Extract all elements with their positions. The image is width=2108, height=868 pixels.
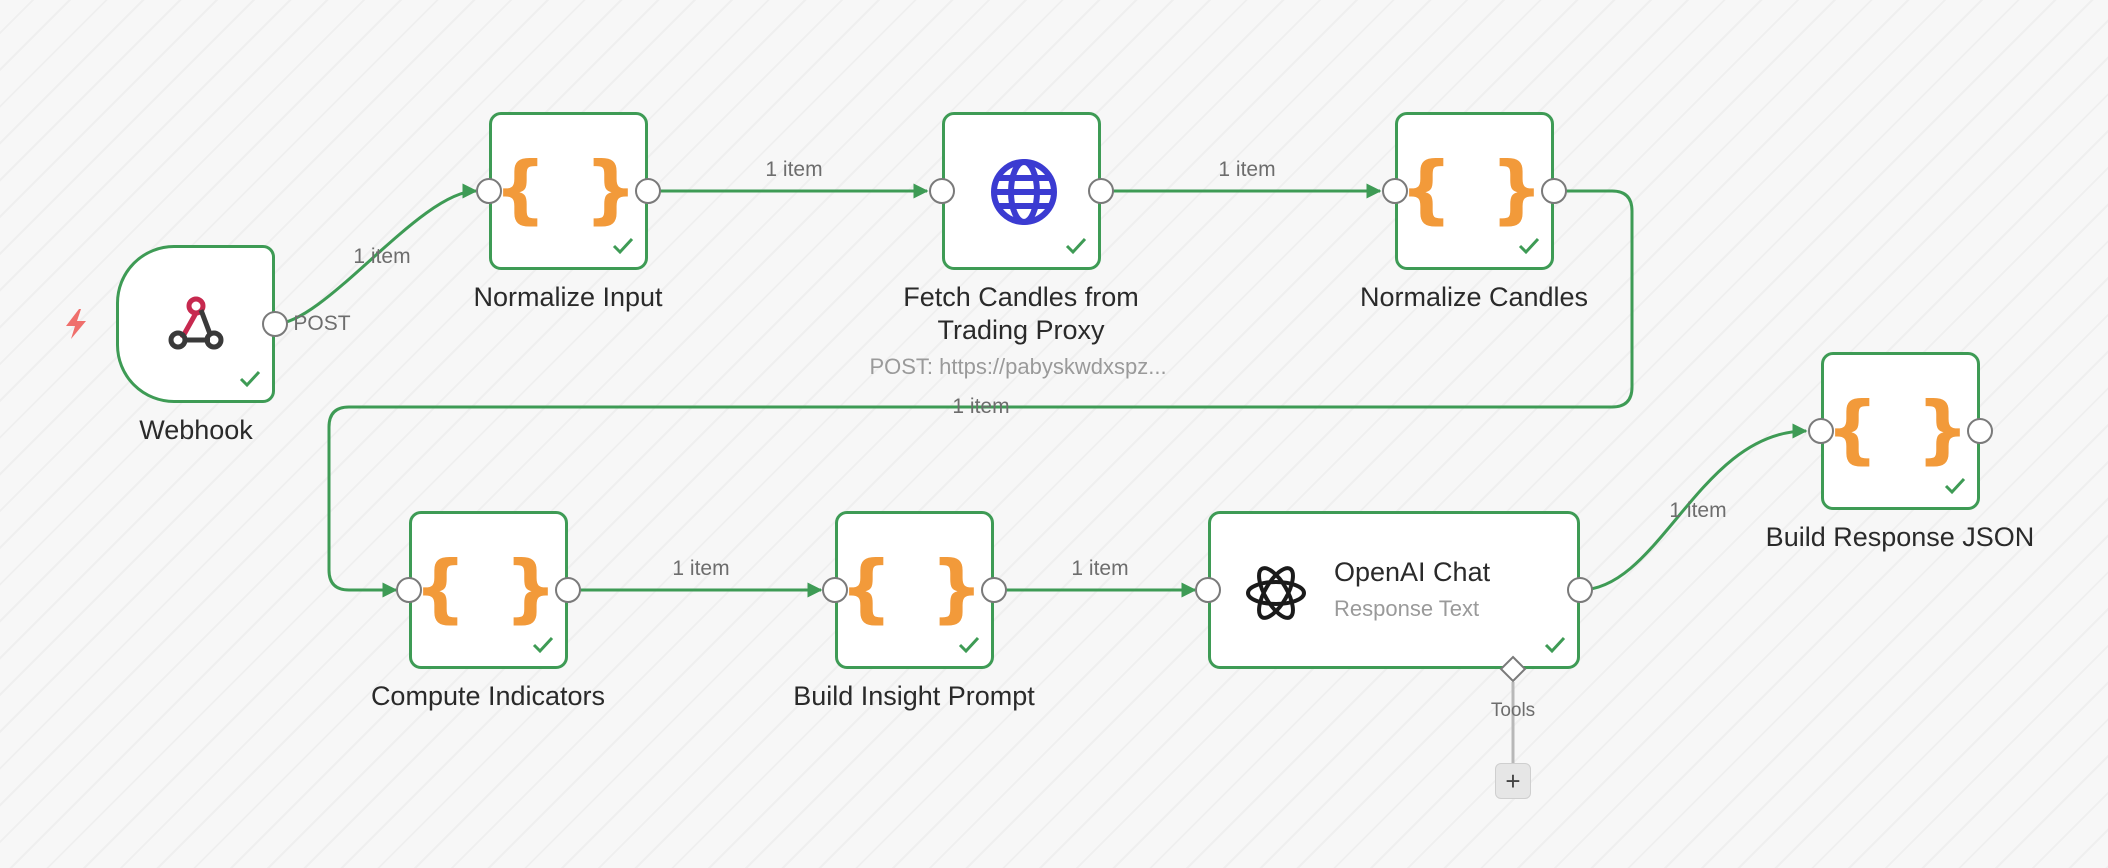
edge-label-webhook-to-normalize-input: 1 item (353, 245, 411, 268)
success-check-icon (532, 636, 554, 654)
webhook-output-label: POST (293, 312, 351, 335)
node-build-insight-prompt[interactable]: { } (835, 511, 994, 669)
code-braces-icon: { } (1825, 386, 1976, 473)
build-insight-prompt-input-port[interactable] (822, 577, 848, 603)
compute-indicators-output-port[interactable] (555, 577, 581, 603)
success-check-icon (1065, 237, 1087, 255)
node-label-fetch-candles: Fetch Candles from Trading Proxy (903, 281, 1139, 347)
code-braces-icon: { } (1399, 146, 1550, 233)
normalize-input-output-port[interactable] (635, 178, 661, 204)
compute-indicators-input-port[interactable] (396, 577, 422, 603)
node-subtitle-fetch-candles: POST: https://pabyskwdxspz... (869, 354, 1167, 379)
openai-chat-output-port[interactable] (1567, 577, 1593, 603)
success-check-icon (958, 636, 980, 654)
build-response-json-input-port[interactable] (1808, 418, 1834, 444)
node-openai-chat[interactable] (1208, 511, 1580, 669)
edge-label-build-prompt-to-openai: 1 item (1071, 557, 1129, 580)
fetch-candles-output-port[interactable] (1088, 178, 1114, 204)
trigger-bolt-icon (66, 309, 86, 339)
code-braces-icon: { } (493, 146, 644, 233)
openai-chat-subtitle: Response Text (1334, 596, 1480, 621)
openai-chat-input-port[interactable] (1195, 577, 1221, 603)
webhook-output-port[interactable] (262, 311, 288, 337)
globe-icon (991, 159, 1057, 225)
node-label-compute-indicators: Compute Indicators (370, 681, 606, 711)
edge-label-normalize-candles-to-compute: 1 item (952, 395, 1010, 418)
success-check-icon (239, 370, 261, 388)
add-tool-button[interactable]: + (1495, 763, 1531, 799)
node-fetch-candles[interactable] (942, 112, 1101, 270)
tools-port-diamond-icon[interactable] (1499, 655, 1527, 683)
node-normalize-candles[interactable]: { } (1395, 112, 1554, 270)
node-label-build-response-json: Build Response JSON (1765, 522, 2035, 552)
success-check-icon (1544, 636, 1566, 654)
edge-label-compute-to-build-prompt: 1 item (672, 557, 730, 580)
node-label-normalize-candles: Normalize Candles (1359, 282, 1589, 312)
node-build-response-json[interactable]: { } (1821, 352, 1980, 510)
edge-label-openai-to-build-response: 1 item (1669, 499, 1727, 522)
success-check-icon (612, 237, 634, 255)
openai-icon (1246, 566, 1306, 620)
node-label-line1: Fetch Candles from (903, 282, 1139, 312)
edge-label-normalize-input-to-fetch: 1 item (765, 158, 823, 181)
code-braces-icon: { } (413, 545, 564, 632)
node-label-build-insight-prompt: Build Insight Prompt (793, 681, 1035, 711)
node-label-line2: Trading Proxy (937, 315, 1105, 345)
node-webhook[interactable] (116, 245, 275, 403)
code-braces-icon: { } (839, 545, 990, 632)
build-insight-prompt-output-port[interactable] (981, 577, 1007, 603)
build-response-json-output-port[interactable] (1967, 418, 1993, 444)
normalize-input-input-port[interactable] (476, 178, 502, 204)
node-compute-indicators[interactable]: { } (409, 511, 568, 669)
openai-chat-title: OpenAI Chat (1334, 557, 1491, 587)
normalize-candles-input-port[interactable] (1382, 178, 1408, 204)
node-normalize-input[interactable]: { } (489, 112, 648, 270)
webhook-icon (168, 296, 224, 350)
node-label-webhook: Webhook (139, 415, 253, 445)
edge-label-fetch-to-normalize-candles: 1 item (1218, 158, 1276, 181)
node-label-normalize-input: Normalize Input (473, 282, 663, 312)
fetch-candles-input-port[interactable] (929, 178, 955, 204)
success-check-icon (1944, 477, 1966, 495)
tools-label: Tools (1490, 700, 1536, 721)
normalize-candles-output-port[interactable] (1541, 178, 1567, 204)
success-check-icon (1518, 237, 1540, 255)
